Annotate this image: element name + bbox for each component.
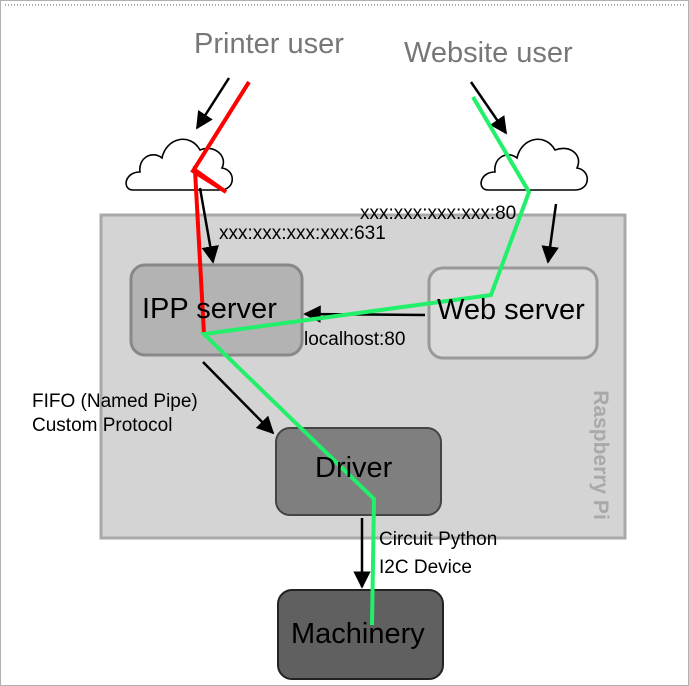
machinery-label: Machinery [291,618,425,650]
driver-label: Driver [315,452,393,484]
printer-cloud-icon [125,138,234,191]
raspberry-pi-label: Raspberry Pi [589,390,612,520]
website-user-path [199,95,532,626]
website-user-arrow [469,81,508,135]
web-server-box [427,266,599,360]
website-cloud-icon [480,138,589,191]
fifo-label-line1: FIFO (Named Pipe) [32,391,198,412]
ipp-to-driver-arrow [202,361,275,435]
localhost-label: localhost:80 [304,329,406,350]
website-user-label: Website user [404,37,573,69]
circuit-label-line2: I2C Device [379,557,472,578]
printer-user-path [190,80,251,335]
web-address-label: xxx:xxx:xxx:xxx:80 [360,203,517,224]
printer-user-arrow [195,77,231,130]
web-server-label: Web server [437,294,585,326]
machinery-box [277,589,444,680]
circuit-label-line1: Circuit Python [379,529,498,550]
cloud-to-ipp-arrow [198,187,219,264]
driver-box [275,427,442,516]
cloud-to-web-arrow [541,203,559,264]
ipp-server-box [129,263,304,357]
web-to-ipp-arrow [303,305,426,323]
fifo-label-line2: Custom Protocol [32,415,173,436]
ipp-address-label: xxx:xxx:xxx:xxx:631 [219,223,386,244]
printer-user-label: Printer user [194,28,344,60]
ipp-server-label: IPP server [142,293,277,325]
